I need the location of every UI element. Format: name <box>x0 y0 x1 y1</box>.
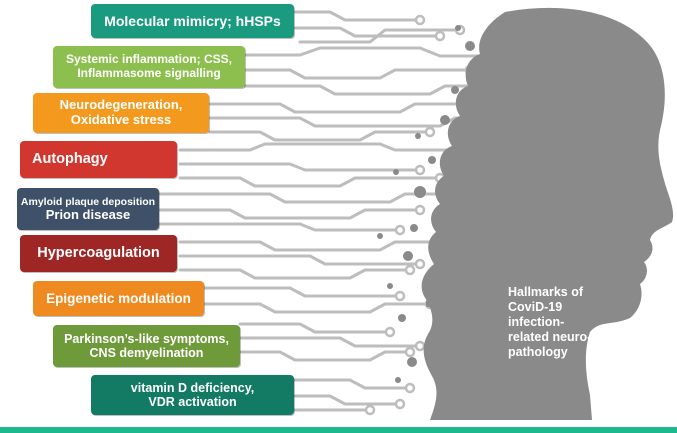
epigenetic-modulation-box: Epigenetic modulation <box>33 281 204 316</box>
neurodegeneration-box: Neurodegeneration, Oxidative stress <box>33 93 209 133</box>
vitamin-d-box: vitamin D deficiency, VDR activation <box>91 375 294 415</box>
box-line: vitamin D deficiency, <box>130 380 255 395</box>
box-line: Epigenetic modulation <box>46 290 191 306</box>
box-line: CNS demyelination <box>89 346 204 360</box>
caption-line: infection- <box>508 315 565 329</box>
hypercoagulation-box: Hypercoagulation <box>20 235 177 272</box>
molecular-mimicry-box: Molecular mimicry; hHSPs <box>91 4 294 38</box>
box-line: Inflammasome signalling <box>77 66 221 80</box>
caption-line: related neuro- <box>508 330 592 344</box>
head-silhouette <box>421 7 674 421</box>
box-line: Neurodegeneration, <box>59 97 183 113</box>
autophagy-box: Autophagy <box>20 141 177 178</box>
systemic-inflammation-box: Systemic inflammation; CSS, Inflammasome… <box>53 46 245 88</box>
amyloid-prion-box: Amyloid plaque deposition Prion disease <box>17 188 159 230</box>
caption-line: Hallmarks of <box>508 285 584 299</box>
dispersing-particles <box>377 25 475 383</box>
box-line: Prion disease <box>45 206 131 222</box>
box-line: VDR activation <box>148 395 237 409</box>
circuit-traces <box>158 10 502 412</box>
box-line: Parkinson’s-like symptoms, <box>64 331 229 346</box>
box-line: Autophagy <box>32 151 108 168</box>
box-line: Amyloid plaque deposition <box>20 195 156 208</box>
box-line: Molecular mimicry; hHSPs <box>104 12 281 29</box>
box-line: Hypercoagulation <box>37 245 160 262</box>
parkinsons-box: Parkinson’s-like symptoms, CNS demyelina… <box>53 325 240 367</box>
bottom-accent-bar <box>0 427 677 433</box>
hallmarks-caption: Hallmarks of CoviD-19 infection- related… <box>508 285 628 360</box>
caption-line: CoviD-19 <box>508 300 563 314</box>
caption-line: pathology <box>508 345 568 359</box>
box-line: Systemic inflammation; CSS, <box>65 52 233 67</box>
box-line: Oxidative stress <box>70 112 172 127</box>
